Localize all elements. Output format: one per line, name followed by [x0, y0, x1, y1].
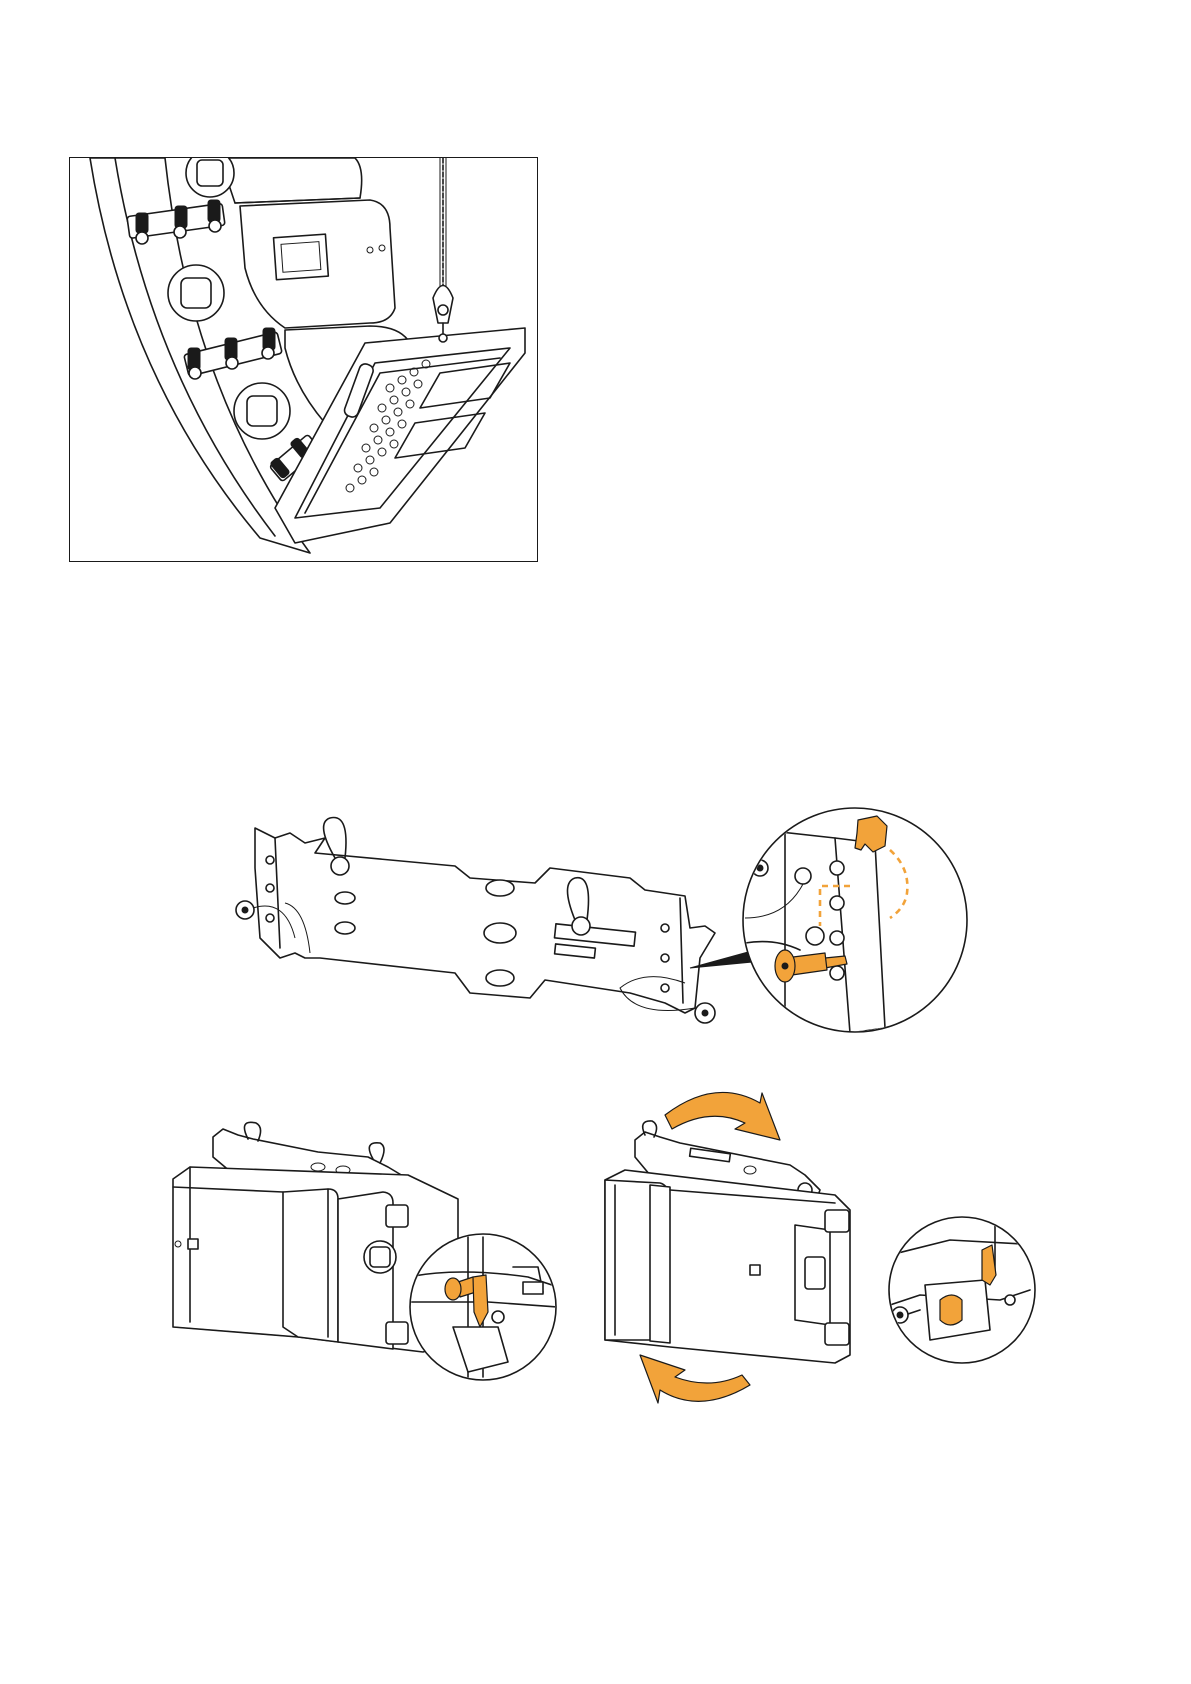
- cabinet-pin-illustration: [168, 1127, 573, 1385]
- figure-array-flown: [69, 157, 538, 562]
- speaker-cabinet: [605, 1170, 850, 1363]
- detail-circle: [408, 1234, 558, 1380]
- figure-cabinet-pin: [168, 1127, 573, 1385]
- chain-hoist: [433, 158, 453, 342]
- detail-circle: [889, 1217, 1040, 1363]
- rotate-arrow-top-icon: [665, 1092, 780, 1140]
- rigging-frame: [255, 828, 715, 1013]
- latch-highlight-icon: [855, 816, 887, 852]
- figure-cabinet-rotate: [590, 1085, 1040, 1420]
- rigging-frame-illustration: [225, 808, 965, 1033]
- release-handle-highlight-icon: [940, 1295, 962, 1325]
- flown-array-illustration: [70, 158, 537, 561]
- detail-circle: [743, 808, 967, 1038]
- rotate-arrow-bottom-icon: [640, 1355, 750, 1403]
- figure-rigging-frame: [225, 808, 965, 1033]
- cabinet-rotation-illustration: [590, 1085, 1040, 1420]
